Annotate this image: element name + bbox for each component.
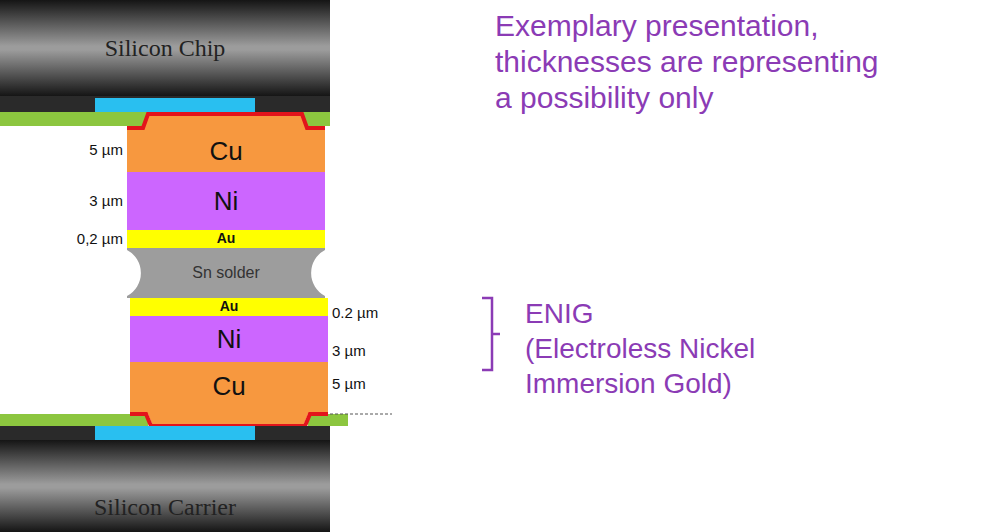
silicon-carrier: Silicon Carrier — [0, 440, 330, 532]
copper-layer: Cu — [127, 130, 325, 172]
green-passivation — [0, 414, 148, 426]
blue-pad — [95, 426, 255, 440]
layer-label: Au — [217, 231, 236, 246]
copper-layer: Cu — [130, 362, 328, 410]
solder-outline — [127, 248, 325, 298]
silicon-chip: Silicon Chip — [0, 0, 330, 96]
note: Exemplary presentation, thicknesses are … — [495, 8, 895, 116]
nickel-layer: Ni — [130, 316, 328, 362]
enig-bracket — [482, 298, 500, 370]
dashed-edge — [330, 414, 392, 415]
carrier-base — [0, 426, 330, 440]
nickel-layer: Ni — [127, 172, 325, 230]
copper-bump — [130, 410, 328, 426]
layer-label: Cu — [212, 372, 245, 401]
thickness-dimension: 5 µm — [332, 375, 432, 393]
chip-base — [0, 96, 330, 112]
layer-label: Ni — [214, 187, 239, 216]
seed-layer — [130, 414, 328, 426]
thickness-dimension: 3 µm — [0, 192, 123, 210]
solder-layer: Sn solder — [127, 248, 325, 298]
gold-layer: Au — [130, 298, 328, 316]
layer-label: Silicon Chip — [105, 35, 226, 61]
blue-pad — [95, 98, 255, 112]
layer-label: Ni — [217, 325, 242, 354]
enig-description: (Electroless Nickel Immersion Gold) — [525, 331, 825, 401]
thickness-dimension: 3 µm — [332, 342, 432, 360]
thickness-dimension: 0.2 µm — [332, 304, 432, 322]
enig-heading: ENIG — [525, 297, 725, 331]
thickness-dimension: 5 µm — [0, 141, 123, 159]
gold-layer: Au — [127, 230, 325, 248]
thickness-dimension: 0,2 µm — [0, 230, 123, 248]
layer-label: Cu — [209, 137, 242, 166]
copper-bump — [127, 112, 325, 130]
layer-label: Sn solder — [192, 264, 260, 282]
layer-label: Silicon Carrier — [94, 494, 236, 520]
layer-label: Au — [220, 299, 239, 314]
seed-layer — [127, 114, 325, 128]
